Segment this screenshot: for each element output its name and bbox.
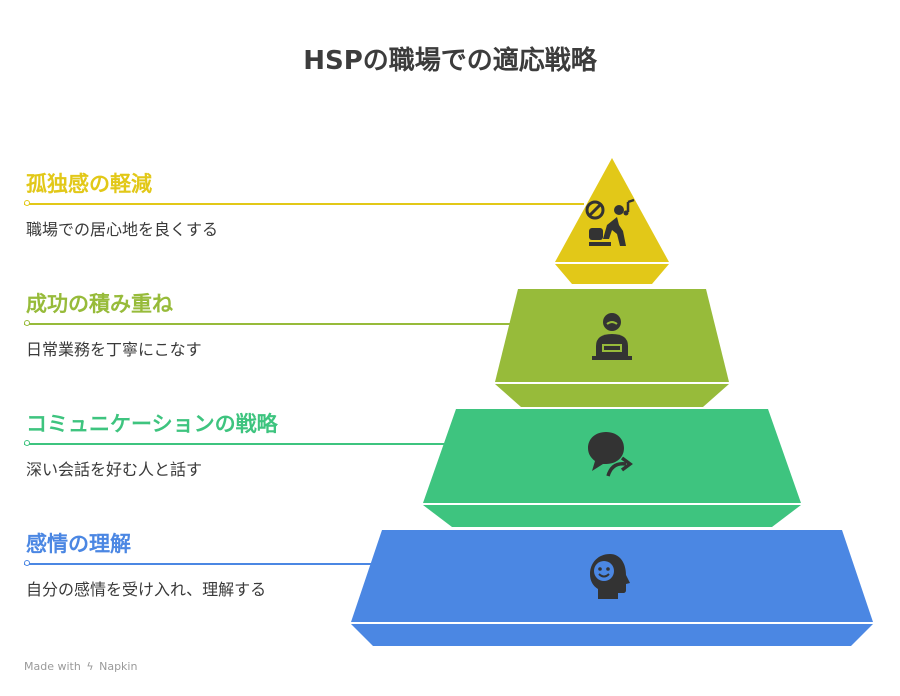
level-2-description: 日常業務を丁寧にこなす <box>26 340 202 359</box>
level-4-description: 自分の感情を受け入れ、理解する <box>26 580 267 599</box>
speech-bubble-icon <box>588 432 633 477</box>
level-1-heading: 孤独感の軽減 <box>26 172 152 196</box>
connector-line-3 <box>24 440 467 446</box>
level-4-heading: 感情の理解 <box>26 532 131 556</box>
footer-brand: Napkin <box>99 660 138 673</box>
connector-line-2 <box>24 320 526 326</box>
level-2-heading: 成功の積み重ね <box>26 292 173 316</box>
connector-line-4 <box>24 560 389 566</box>
level-1-description: 職場での居心地を良くする <box>26 220 219 239</box>
connector-line-1 <box>24 200 584 206</box>
footer-credit: Made with ϟ Napkin <box>24 660 137 673</box>
connector-dot <box>24 560 30 566</box>
pyramid-level-1 <box>555 158 669 284</box>
worker-desk-icon <box>592 313 632 360</box>
quiet-space-icon <box>585 198 635 246</box>
level-3-description: 深い会話を好む人と話す <box>26 460 203 479</box>
connector-dot <box>24 320 30 326</box>
smiling-head-icon <box>590 554 630 599</box>
connector-dot <box>24 200 30 206</box>
footer-made-with: Made with <box>24 660 81 673</box>
napkin-logo-icon: ϟ <box>86 660 94 673</box>
connector-dot <box>24 440 30 446</box>
level-3-heading: コミュニケーションの戦略 <box>26 412 278 436</box>
page-title: HSPの職場での適応戦略 <box>303 46 597 76</box>
